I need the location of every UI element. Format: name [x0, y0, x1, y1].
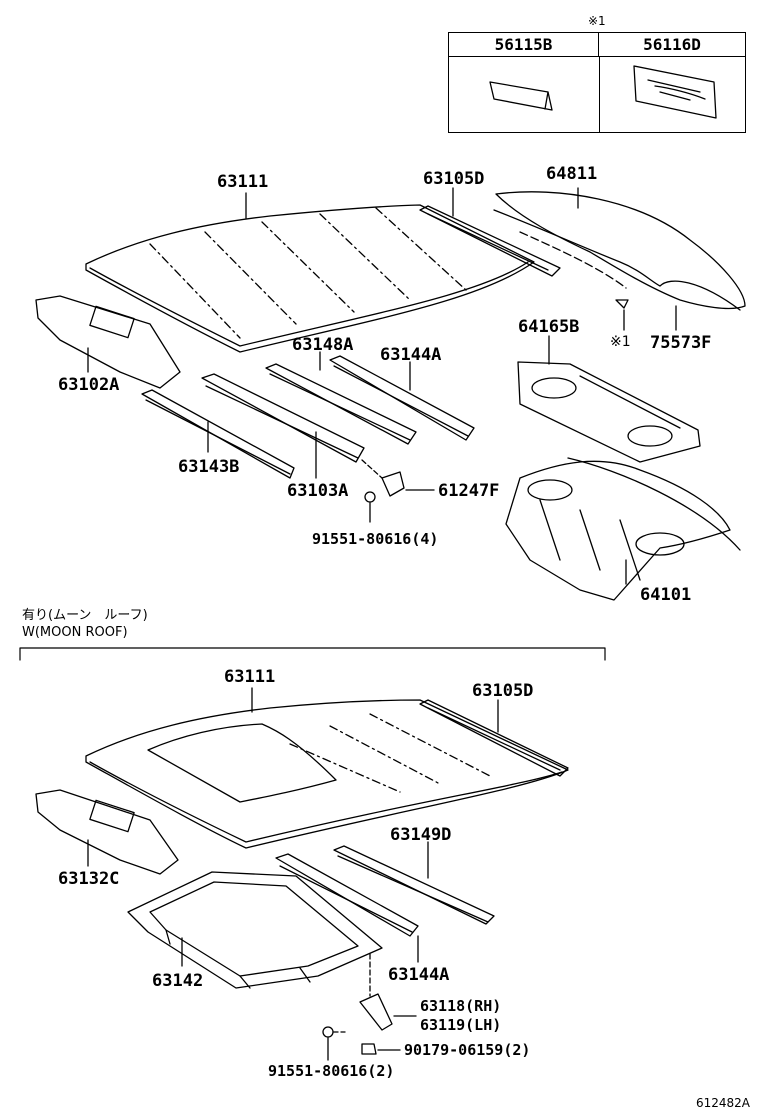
label-64811: 64811 — [546, 164, 598, 184]
bracket-63118-63119 — [359, 993, 417, 1031]
section-title-en: W(MOON ROOF) — [22, 625, 128, 640]
rail-63149D — [333, 841, 495, 925]
label-91551-lower: 91551-80616(2) — [268, 1062, 395, 1080]
label-90179: 90179-06159(2) — [404, 1041, 531, 1059]
label-63148A: 63148A — [292, 335, 354, 355]
crossmember-63103A — [201, 373, 383, 479]
label-63102A: 63102A — [58, 375, 120, 395]
table-header-56115B: 56115B — [449, 33, 599, 57]
label-91551-upper: 91551-80616(4) — [312, 530, 439, 548]
rail-63105D-lower — [419, 699, 569, 777]
label-63111-lower: 63111 — [224, 667, 276, 687]
header-63102A-upper — [35, 295, 181, 389]
bracket-61247F — [381, 471, 435, 497]
rail-63144A-upper — [329, 355, 475, 441]
label-63119: 63119(LH) — [420, 1016, 502, 1034]
label-63118: 63118(RH) — [420, 997, 502, 1015]
label-64101: 64101 — [640, 585, 692, 605]
nut-90179 — [361, 1043, 401, 1055]
label-63111-upper: 63111 — [217, 172, 269, 192]
label-63144A-lower: 63144A — [388, 965, 450, 985]
note-mark-1: ※1 — [610, 334, 631, 350]
bolt-91551-lower — [322, 1026, 349, 1061]
table-header-56116D: 56116D — [599, 33, 745, 57]
section-bracket — [19, 647, 606, 661]
roof-panel-63111-lower — [85, 687, 569, 849]
label-64165B: 64165B — [518, 317, 580, 337]
bolt-91551-upper — [364, 491, 376, 523]
roof-panel-63111-upper — [85, 192, 535, 353]
label-63142: 63142 — [152, 971, 204, 991]
rail-63144A-lower — [275, 853, 419, 963]
crossmember-63143B — [141, 389, 295, 479]
section-title-jp: 有り(ムーン ルーフ) — [22, 608, 148, 623]
label-63144A-upper: 63144A — [380, 345, 442, 365]
part-56115B-drawing — [489, 81, 553, 111]
table-divider — [599, 57, 600, 132]
rail-63105D-upper — [419, 187, 561, 277]
label-63132C: 63132C — [58, 869, 120, 889]
rail-63148A — [265, 351, 417, 445]
label-61247F: 61247F — [438, 481, 500, 501]
label-75573F: 75573F — [650, 333, 712, 353]
glass-64811 — [493, 187, 746, 311]
label-63105D-upper: 63105D — [423, 169, 485, 189]
part-56116D-drawing — [633, 65, 717, 119]
label-63103A: 63103A — [287, 481, 349, 501]
figure-code: 612482A — [695, 1096, 750, 1110]
header-63132C — [35, 789, 179, 875]
label-63143B: 63143B — [178, 457, 240, 477]
note-mark: ※1 — [588, 14, 606, 28]
frame-63142 — [127, 871, 383, 997]
rear-panel-64101 — [505, 457, 741, 601]
package-tray-64165B — [517, 335, 701, 463]
label-63105D-lower: 63105D — [472, 681, 534, 701]
reference-table: 56115B 56116D — [448, 32, 746, 133]
label-63149D: 63149D — [390, 825, 452, 845]
clip-75573F — [615, 299, 677, 331]
